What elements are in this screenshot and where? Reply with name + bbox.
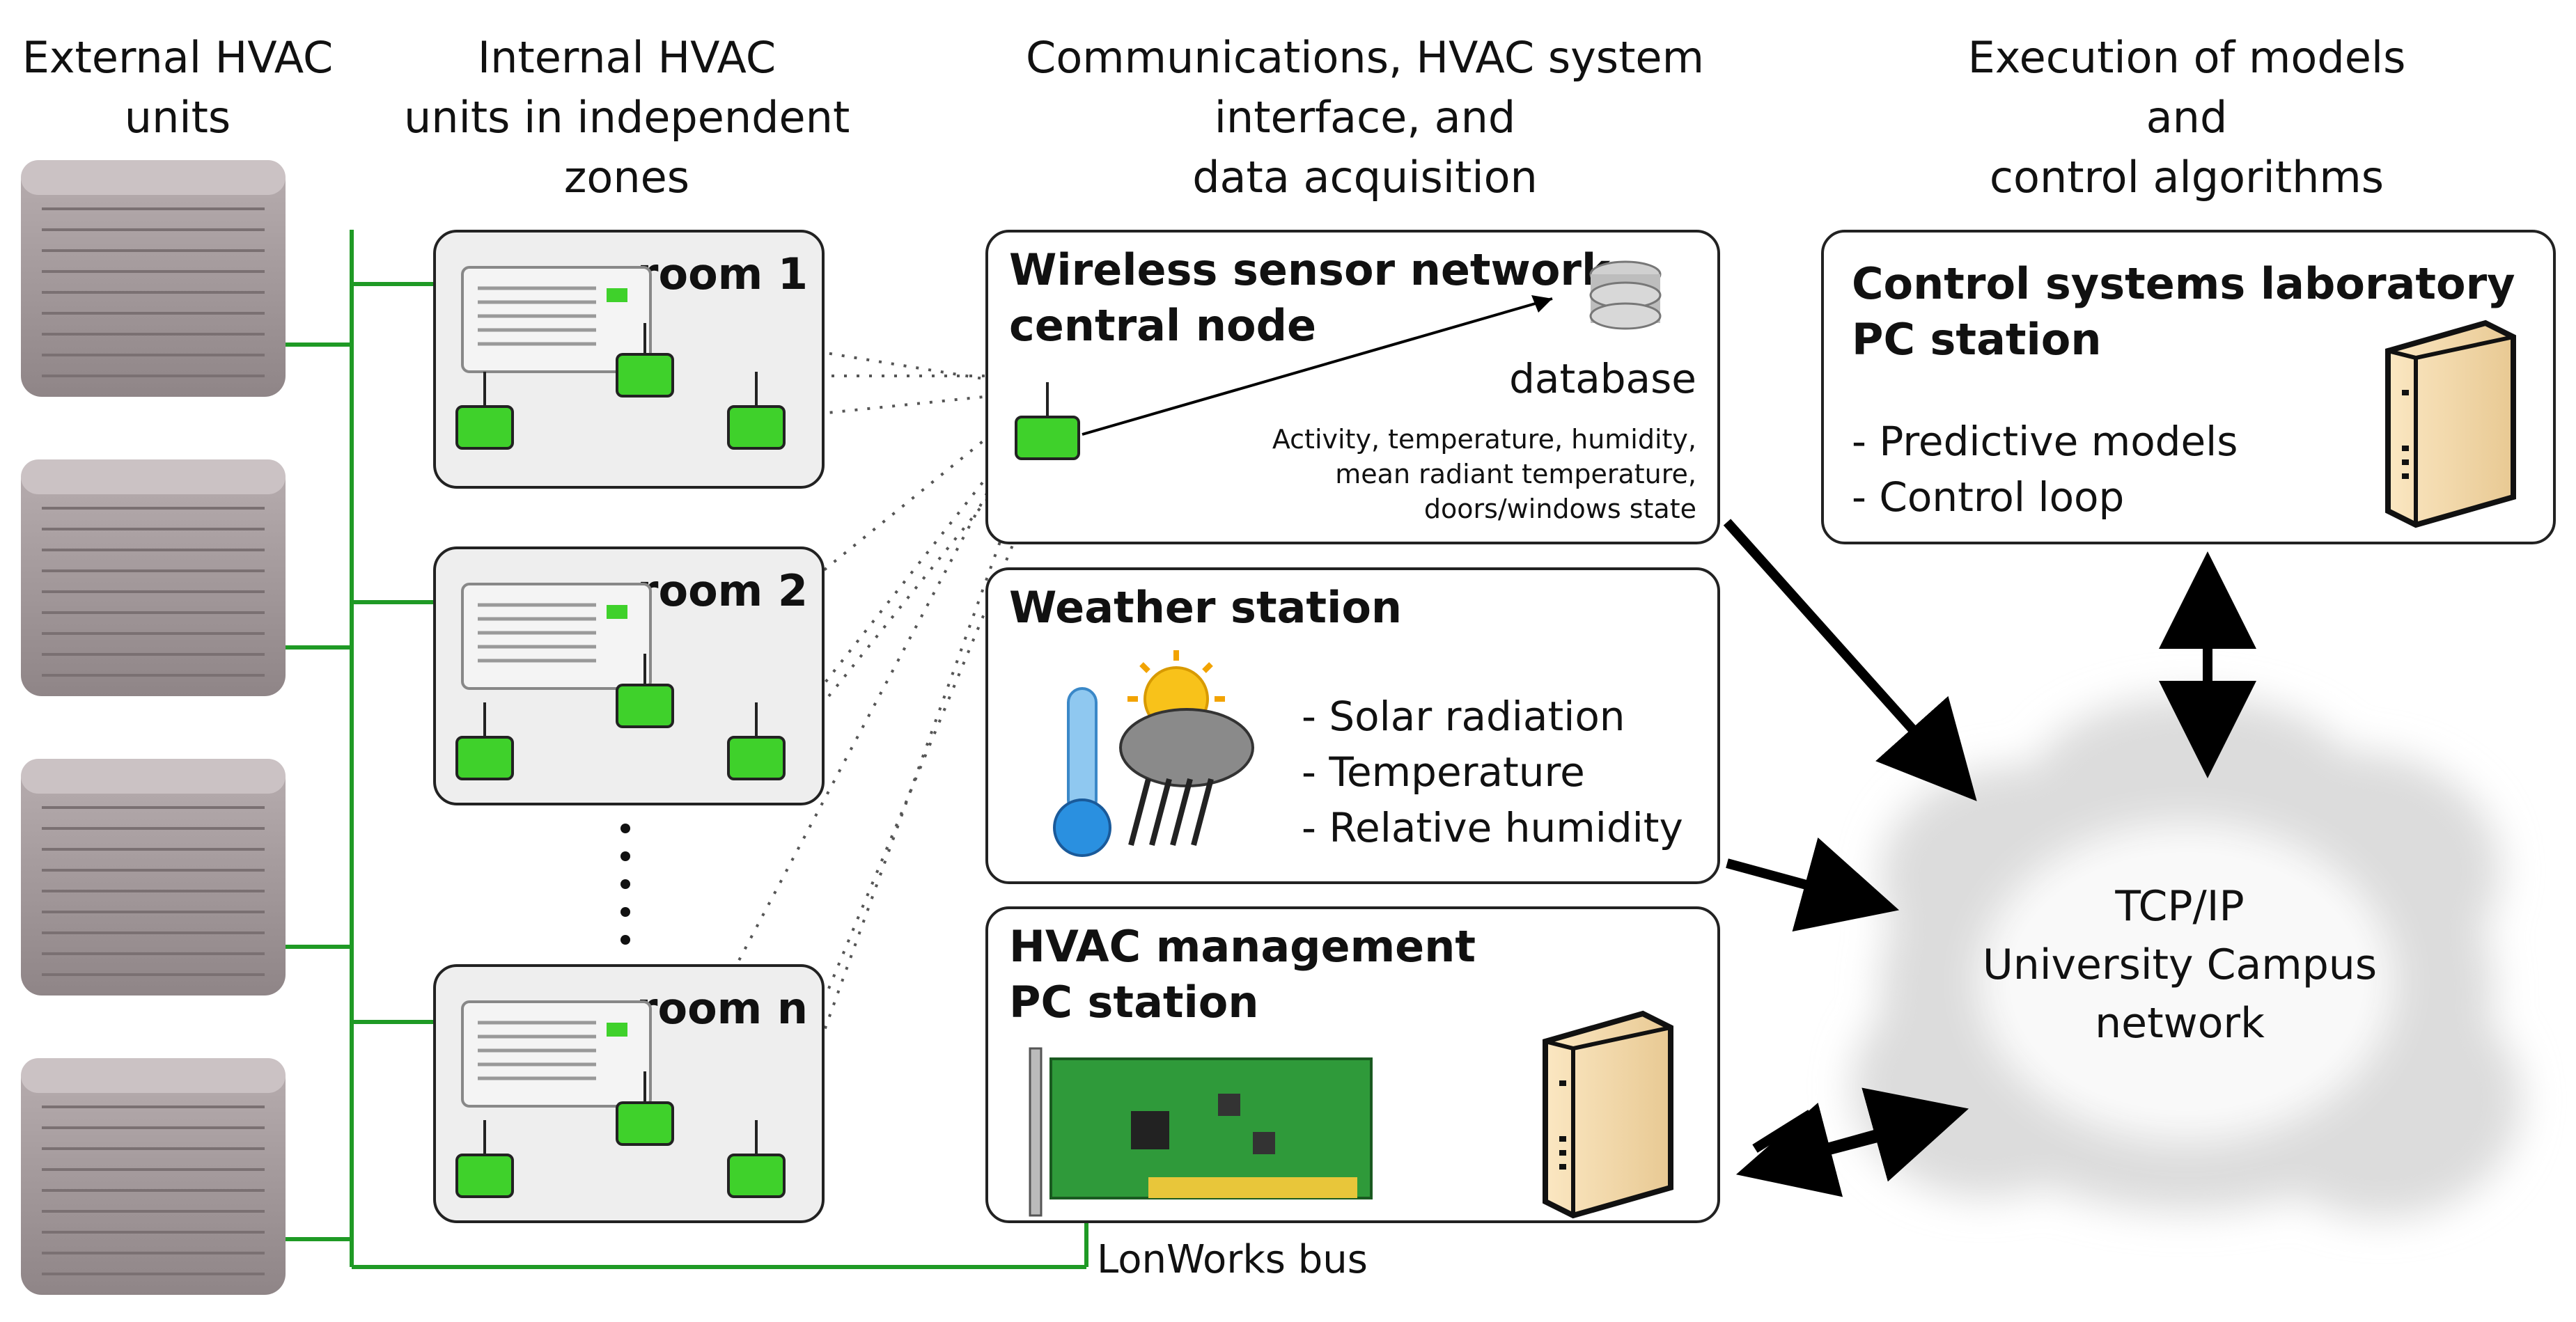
sensor-node-icon [455,372,514,450]
wsn-detail-line-1: Activity, temperature, humidity, [1272,424,1696,455]
control-lab-panel: Control systems laboratory PC station - … [1821,230,2556,544]
room-2-label: room 2 [637,565,808,616]
thermometer-icon [1053,687,1111,857]
external-hvac-unit-3 [21,759,286,996]
weather-station-panel: Weather station - Solar radiation - Temp… [985,567,1720,884]
lonworks-bus-label: LonWorks bus [1097,1237,1368,1282]
header-comms-line-2: interface, and [1214,92,1516,143]
network-interface-card-icon [1029,1047,1373,1217]
header-external-line-1: External HVAC [22,32,334,83]
wsn-detail-line-3: doors/windows state [1423,494,1696,524]
sensor-node-icon [727,372,786,450]
sensor-node-icon [455,1120,514,1198]
wsn-title-line-1: Wireless sensor network [1009,244,1611,295]
room-1-devices [455,266,786,450]
network-line-2: University Campus [1982,941,2378,989]
header-execution: Execution of models and control algorith… [1866,28,2507,207]
network-line-1: TCP/IP [2115,882,2245,931]
header-external-line-2: units [124,92,231,143]
sensor-node-icon [727,702,786,780]
weather-item-temperature: - Temperature [1302,748,1585,796]
lonworks-bus-lines [282,230,1088,1269]
database-label: database [1509,355,1696,402]
indoor-ac-unit-icon [461,583,652,690]
rain-cloud-icon [1119,708,1254,847]
control-item-control-loop: - Control loop [1852,473,2125,521]
server-tower-icon [2385,320,2516,528]
hvac-pc-title: HVAC management PC station [1009,919,1476,1030]
wsn-details: Activity, temperature, humidity, mean ra… [1272,422,1696,526]
room-1-panel: room 1 [433,230,825,489]
room-n-panel: room n [433,964,825,1223]
wsn-title-line-2: central node [1009,300,1316,351]
network-line-3: network [2095,999,2265,1048]
sensor-node-icon [727,1120,786,1198]
control-item-predictive-models: - Predictive models [1852,418,2238,465]
external-hvac-unit-4 [21,1058,286,1295]
header-internal-line-2: units in independent [404,92,850,143]
header-external-hvac: External HVAC units [0,28,355,148]
header-internal-line-3: zones [563,152,690,203]
room-n-devices [455,1000,786,1198]
header-exec-line-2: and [2146,92,2228,143]
indoor-ac-unit-icon [461,266,652,373]
weather-title: Weather station [1009,582,1403,633]
wsn-title: Wireless sensor network central node [1009,242,1610,354]
wsn-detail-line-2: mean radiant temperature, [1335,459,1696,489]
external-hvac-unit-1 [21,160,286,397]
wsn-graphics [1015,260,1662,460]
central-sensor-node-icon [1015,382,1080,460]
hvac-management-panel: HVAC management PC station [985,906,1720,1223]
sensor-node-icon [616,654,674,728]
control-pc-title-line-2: PC station [1852,314,2102,365]
sensor-node-icon [616,1071,674,1146]
header-internal-line-1: Internal HVAC [477,32,776,83]
control-pc-items: - Predictive models - Control loop [1852,414,2238,525]
header-exec-line-3: control algorithms [1989,152,2384,203]
hvac-pc-title-line-2: PC station [1009,977,1259,1028]
weather-items: - Solar radiation - Temperature - Relati… [1302,688,1683,856]
control-pc-title: Control systems laboratory PC station [1852,256,2515,368]
network-arrows [1723,519,2256,1197]
header-communications: Communications, HVAC system interface, a… [961,28,1769,207]
database-icon [1589,260,1662,330]
header-comms-line-3: data acquisition [1192,152,1538,203]
room-1-label: room 1 [637,249,808,299]
room-n-label: room n [636,983,808,1034]
campus-network-label: TCP/IP University Campus network [1936,877,2423,1053]
control-pc-graphics [2385,320,2516,528]
control-pc-title-line-1: Control systems laboratory [1852,258,2515,309]
server-tower-icon [1543,1010,1673,1219]
external-hvac-unit-2 [21,459,286,696]
header-exec-line-1: Execution of models [1967,32,2406,83]
arrow-to-database-icon [1531,295,1552,313]
weather-graphics [1053,650,1254,857]
sensor-node-icon [455,702,514,780]
more-rooms-ellipsis [620,824,630,945]
weather-item-humidity: - Relative humidity [1302,804,1683,851]
indoor-ac-unit-icon [461,1000,652,1108]
header-internal-hvac: Internal HVAC units in independent zones [404,28,850,207]
weather-item-solar: - Solar radiation [1302,693,1625,740]
sensor-node-icon [616,323,674,398]
hvac-pc-title-line-1: HVAC management [1009,921,1476,972]
room-2-panel: room 2 [433,546,825,805]
hvac-pc-graphics [1029,1010,1673,1219]
header-comms-line-1: Communications, HVAC system [1026,32,1704,83]
room-2-devices [455,583,786,780]
wsn-central-node-panel: Wireless sensor network central node dat… [985,230,1720,544]
